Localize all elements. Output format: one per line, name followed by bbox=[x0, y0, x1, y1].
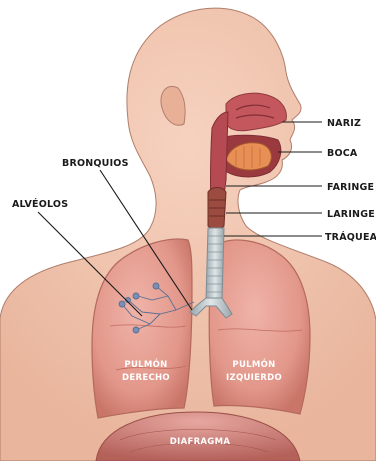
label-bronquios: BRONQUIOS bbox=[62, 158, 129, 169]
body-silhouette bbox=[0, 8, 376, 461]
label-pulmon-izquierdo-1: PULMÓN bbox=[232, 358, 275, 370]
trachea-tube bbox=[206, 228, 224, 300]
label-traquea: TRÁQUEA bbox=[325, 231, 376, 243]
label-pulmon-derecho-1: PULMÓN bbox=[124, 358, 167, 370]
label-boca: BOCA bbox=[327, 148, 358, 159]
label-alveolos: ALVÉOLOS bbox=[12, 198, 68, 210]
label-nariz: NARIZ bbox=[327, 118, 361, 129]
label-faringe: FARINGE bbox=[327, 182, 374, 193]
torso bbox=[0, 8, 376, 461]
label-pulmon-derecho-2: DERECHO bbox=[122, 373, 170, 383]
label-pulmon-izquierdo-2: IZQUIERDO bbox=[226, 373, 282, 383]
label-diafragma: DIAFRAGMA bbox=[170, 437, 231, 447]
label-laringe: LARINGE bbox=[327, 209, 375, 220]
